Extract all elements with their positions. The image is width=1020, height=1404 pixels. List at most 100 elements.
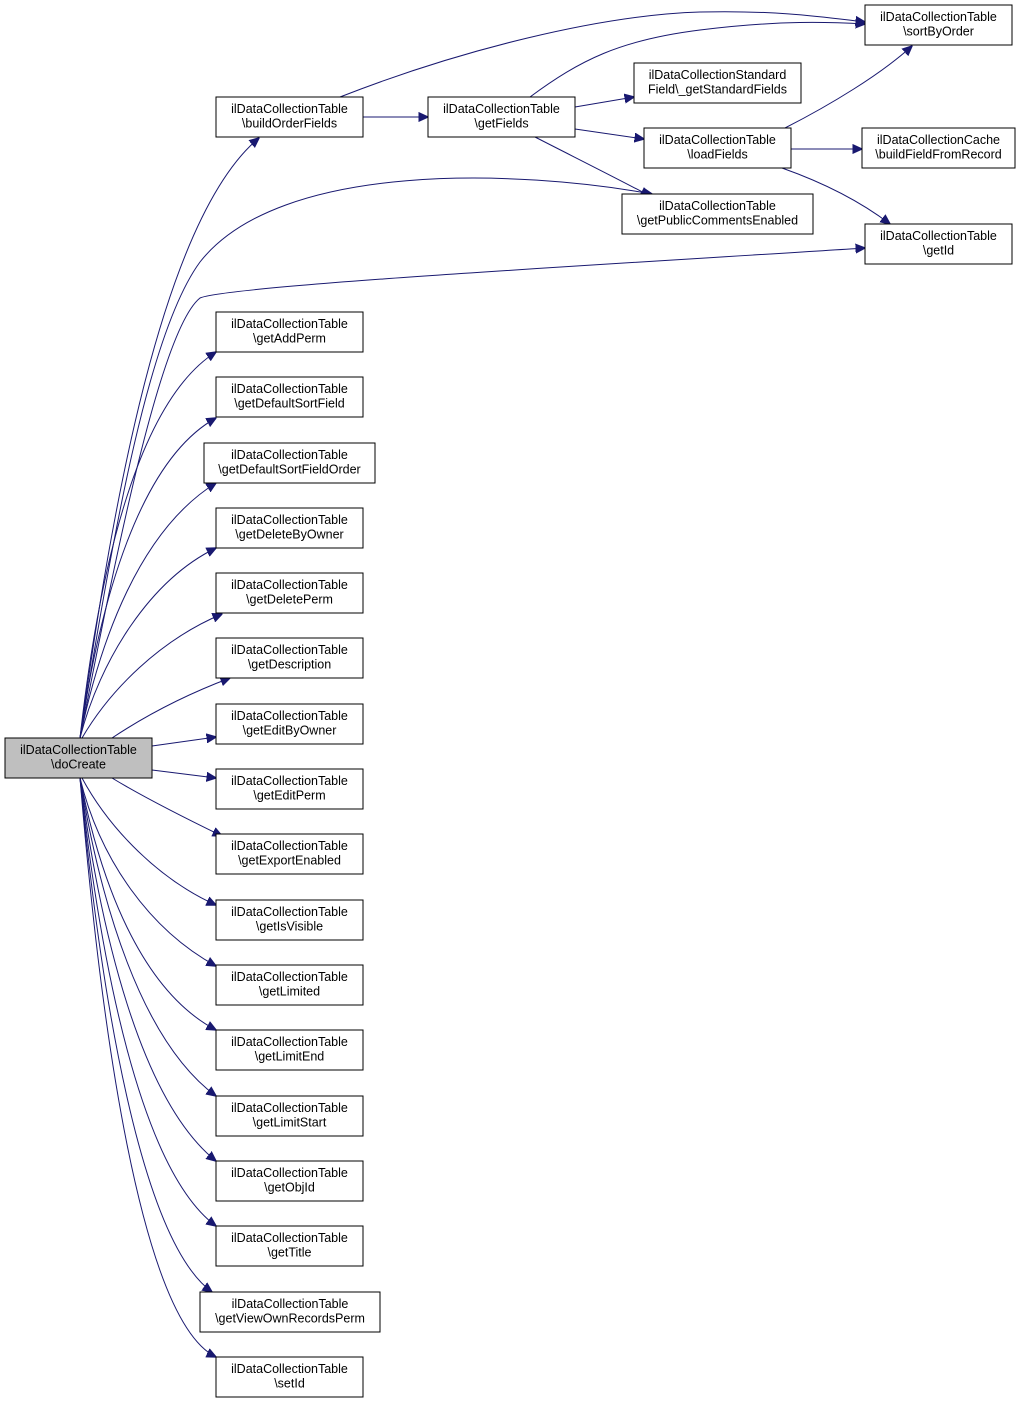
node-box xyxy=(427,96,576,138)
node-class-label: ilDataCollectionTable xyxy=(659,199,776,213)
edge-doCreate-to-buildOrderFields xyxy=(79,138,259,739)
node-class-label: ilDataCollectionTable xyxy=(231,1101,348,1115)
node-class-label: ilDataCollectionTable xyxy=(231,317,348,331)
node-box xyxy=(633,62,802,104)
node-box xyxy=(215,1160,364,1202)
node-box xyxy=(215,964,364,1006)
node-box xyxy=(864,223,1013,265)
edge-doCreate-to-getLimitStart xyxy=(79,777,216,1096)
node-getStandardFields[interactable]: ilDataCollectionStandardField\_getStanda… xyxy=(633,62,802,104)
node-class-label: ilDataCollectionTable xyxy=(231,709,348,723)
node-getExportEnabled[interactable]: ilDataCollectionTable\getExportEnabled xyxy=(215,833,364,875)
node-method-label: \setId xyxy=(274,1377,305,1391)
node-box xyxy=(215,311,364,353)
edge-doCreate-to-setId xyxy=(79,777,216,1357)
node-loadFields[interactable]: ilDataCollectionTable\loadFields xyxy=(643,127,792,169)
node-box xyxy=(4,737,153,779)
node-getFields[interactable]: ilDataCollectionTable\getFields xyxy=(427,96,576,138)
nodes: ilDataCollectionTable\doCreateilDataColl… xyxy=(4,4,1016,1398)
edge-doCreate-to-getViewOwnRecordsPerm xyxy=(79,777,212,1292)
node-class-label: ilDataCollectionTable xyxy=(443,102,560,116)
node-buildFieldFromRecord[interactable]: ilDataCollectionCache\buildFieldFromReco… xyxy=(861,127,1016,169)
node-method-label: \getIsVisible xyxy=(256,920,323,934)
edge-doCreate-to-getDescription xyxy=(111,678,230,739)
node-method-label: \loadFields xyxy=(687,148,747,162)
node-getLimitEnd[interactable]: ilDataCollectionTable\getLimitEnd xyxy=(215,1029,364,1071)
edge-doCreate-to-getDeletePerm xyxy=(81,614,222,739)
node-method-label: \getEditByOwner xyxy=(243,724,337,738)
edge-doCreate-to-getDeleteByOwner xyxy=(79,548,216,739)
node-box xyxy=(643,127,792,169)
node-getDeleteByOwner[interactable]: ilDataCollectionTable\getDeleteByOwner xyxy=(215,507,364,549)
edge-loadFields-to-getId xyxy=(781,167,890,224)
node-class-label: ilDataCollectionTable xyxy=(231,1035,348,1049)
node-method-label: \getTitle xyxy=(267,1246,311,1260)
node-class-label: ilDataCollectionTable xyxy=(880,229,997,243)
node-box xyxy=(215,703,364,745)
node-getEditPerm[interactable]: ilDataCollectionTable\getEditPerm xyxy=(215,768,364,810)
node-setId[interactable]: ilDataCollectionTable\setId xyxy=(215,1356,364,1398)
node-getDefaultSortField[interactable]: ilDataCollectionTable\getDefaultSortFiel… xyxy=(215,376,364,418)
node-method-label: \getDeleteByOwner xyxy=(235,528,343,542)
node-box xyxy=(215,572,364,614)
node-class-label: ilDataCollectionTable xyxy=(231,102,348,116)
edge-doCreate-to-getTitle xyxy=(79,777,216,1226)
node-getDeletePerm[interactable]: ilDataCollectionTable\getDeletePerm xyxy=(215,572,364,614)
node-getViewOwnRecordsPerm[interactable]: ilDataCollectionTable\getViewOwnRecordsP… xyxy=(199,1291,381,1333)
node-class-label: ilDataCollectionCache xyxy=(877,133,1000,147)
node-getId[interactable]: ilDataCollectionTable\getId xyxy=(864,223,1013,265)
edge-buildOrderFields-to-sortByOrder xyxy=(339,11,865,98)
node-box xyxy=(203,442,376,484)
node-getPublicCommentsEnabled[interactable]: ilDataCollectionTable\getPublicCommentsE… xyxy=(621,193,814,235)
node-box xyxy=(215,1225,364,1267)
node-box xyxy=(215,899,364,941)
edge-doCreate-to-getDefaultSortField xyxy=(79,418,216,739)
node-method-label: \getFields xyxy=(474,117,528,131)
edge-doCreate-to-getLimitEnd xyxy=(79,777,216,1030)
node-class-label: ilDataCollectionTable xyxy=(231,448,348,462)
node-doCreate[interactable]: ilDataCollectionTable\doCreate xyxy=(4,737,153,779)
edge-doCreate-to-getIsVisible xyxy=(81,777,216,905)
node-getObjId[interactable]: ilDataCollectionTable\getObjId xyxy=(215,1160,364,1202)
edge-getFields-to-loadFields xyxy=(574,128,644,139)
node-getDefaultSortFieldOrder[interactable]: ilDataCollectionTable\getDefaultSortFiel… xyxy=(203,442,376,484)
node-class-label: ilDataCollectionTable xyxy=(231,1362,348,1376)
node-class-label: ilDataCollectionTable xyxy=(231,1231,348,1245)
node-method-label: \getAddPerm xyxy=(253,332,326,346)
node-box xyxy=(199,1291,381,1333)
node-getTitle[interactable]: ilDataCollectionTable\getTitle xyxy=(215,1225,364,1267)
node-class-label: ilDataCollectionTable xyxy=(659,133,776,147)
node-class-label: ilDataCollectionTable xyxy=(231,578,348,592)
node-buildOrderFields[interactable]: ilDataCollectionTable\buildOrderFields xyxy=(215,96,364,138)
edge-doCreate-to-getEditByOwner xyxy=(151,737,216,747)
node-class-label: ilDataCollectionTable xyxy=(231,513,348,527)
node-getLimitStart[interactable]: ilDataCollectionTable\getLimitStart xyxy=(215,1095,364,1137)
node-class-label: ilDataCollectionTable xyxy=(232,1297,349,1311)
node-getIsVisible[interactable]: ilDataCollectionTable\getIsVisible xyxy=(215,899,364,941)
node-box xyxy=(864,4,1013,46)
node-method-label: Field\_getStandardFields xyxy=(648,83,787,97)
node-method-label: \sortByOrder xyxy=(903,25,974,39)
node-class-label: ilDataCollectionTable xyxy=(20,743,137,757)
node-method-label: \doCreate xyxy=(51,758,106,772)
node-getDescription[interactable]: ilDataCollectionTable\getDescription xyxy=(215,637,364,679)
edge-doCreate-to-getAddPerm xyxy=(79,352,216,739)
node-getEditByOwner[interactable]: ilDataCollectionTable\getEditByOwner xyxy=(215,703,364,745)
node-box xyxy=(215,507,364,549)
node-box xyxy=(215,637,364,679)
edge-doCreate-to-getObjId xyxy=(79,777,216,1161)
node-method-label: \getExportEnabled xyxy=(238,854,341,868)
node-method-label: \buildFieldFromRecord xyxy=(875,148,1001,162)
node-method-label: \getLimitStart xyxy=(253,1116,327,1130)
node-method-label: \getId xyxy=(923,244,954,258)
node-sortByOrder[interactable]: ilDataCollectionTable\sortByOrder xyxy=(864,4,1013,46)
node-box xyxy=(215,1029,364,1071)
node-getLimited[interactable]: ilDataCollectionTable\getLimited xyxy=(215,964,364,1006)
node-method-label: \getObjId xyxy=(264,1181,315,1195)
node-class-label: ilDataCollectionTable xyxy=(880,10,997,24)
edge-loadFields-to-sortByOrder xyxy=(784,46,912,129)
node-getAddPerm[interactable]: ilDataCollectionTable\getAddPerm xyxy=(215,311,364,353)
node-method-label: \getLimited xyxy=(259,985,320,999)
node-method-label: \buildOrderFields xyxy=(242,117,337,131)
